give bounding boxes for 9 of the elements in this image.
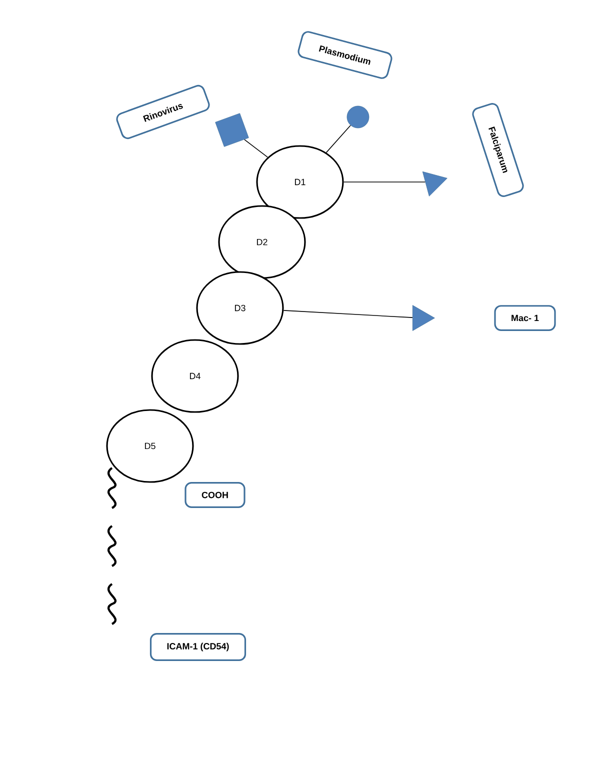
label-box: COOH [184, 482, 246, 508]
ligand-triangle [412, 305, 435, 331]
connector-line [283, 310, 413, 318]
ligand-triangle [422, 171, 448, 196]
ligand-circle [346, 106, 370, 128]
label-box: ICAM-1 (CD54) [150, 633, 246, 661]
connector-line [326, 124, 351, 153]
connector-line [244, 139, 268, 158]
label-box: Mac- 1 [494, 305, 556, 331]
